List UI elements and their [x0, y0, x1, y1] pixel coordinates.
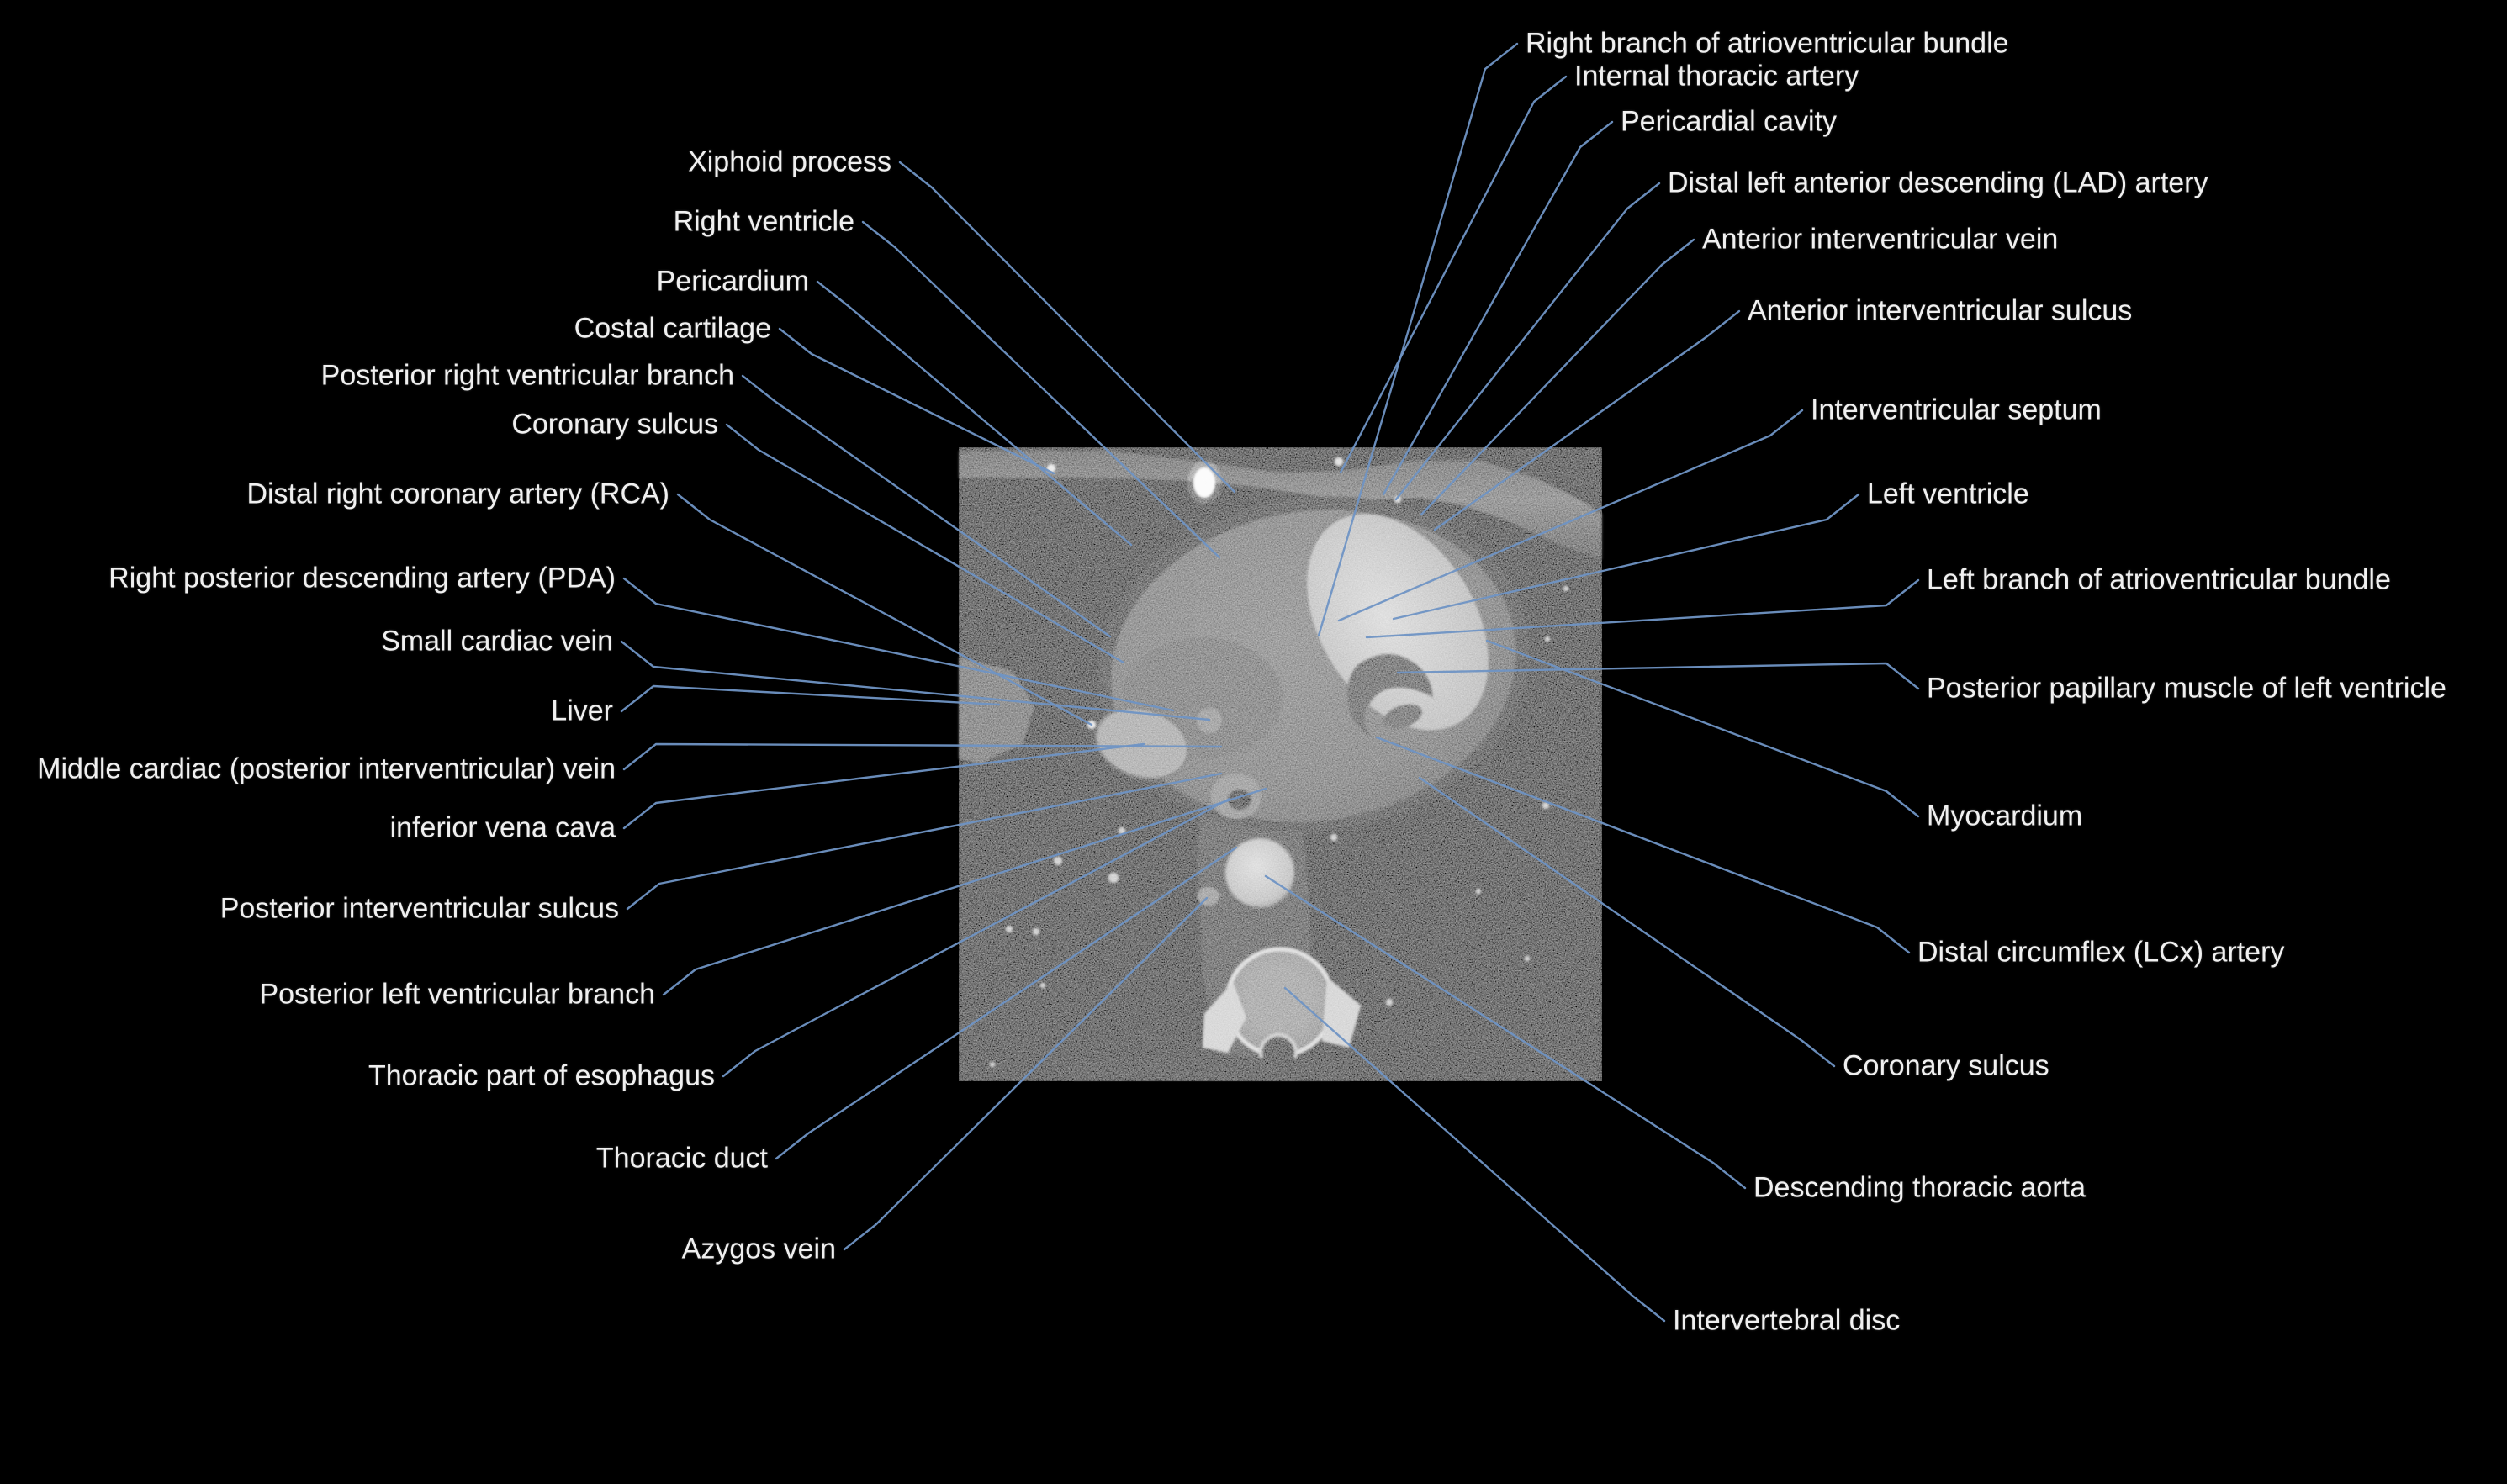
label-left-branch-av-bundle: Left branch of atrioventricular bundle — [1927, 563, 2391, 596]
leader-intervertebral-disc — [1283, 986, 1666, 1323]
label-posterior-left-ventricular-branch: Posterior left ventricular branch — [259, 978, 655, 1011]
label-pericardium: Pericardium — [656, 265, 809, 298]
label-posterior-right-ventricular-branch: Posterior right ventricular branch — [320, 359, 734, 392]
leader-posterior-interventricular-sulcus — [626, 772, 1223, 911]
vertebral-core — [1246, 969, 1314, 1036]
label-posterior-interventricular-sulcus: Posterior interventricular sulcus — [219, 892, 619, 925]
papillary-muscle-shape — [1346, 653, 1433, 738]
leader-posterior-right-ventricular-branch — [741, 374, 1112, 638]
leader-distal-lad-artery — [1394, 182, 1661, 501]
label-liver: Liver — [551, 694, 613, 727]
label-coronary-sulcus-left: Coronary sulcus — [511, 408, 718, 441]
leader-right-branch-av-bundle — [1317, 42, 1519, 637]
label-distal-right-coronary-artery: Distal right coronary artery (RCA) — [246, 478, 669, 510]
papillary-muscle-tail — [1383, 704, 1423, 729]
label-right-ventricle: Right ventricle — [673, 205, 854, 238]
leader-myocardium — [1485, 639, 1920, 818]
label-left-ventricle: Left ventricle — [1867, 478, 2029, 510]
leader-coronary-sulcus-left — [725, 423, 1125, 664]
leader-thoracic-duct — [775, 846, 1238, 1160]
leader-right-ventricle — [861, 220, 1221, 559]
leader-interventricular-septum — [1337, 409, 1804, 622]
leader-posterior-papillary-muscle — [1396, 662, 1920, 690]
ct-specks — [990, 586, 1568, 1067]
xiphoid-calcification-core — [1193, 467, 1215, 498]
label-xiphoid-process: Xiphoid process — [688, 145, 891, 178]
label-inferior-vena-cava: inferior vena cava — [389, 811, 616, 844]
leader-posterior-left-ventricular-branch — [662, 787, 1267, 996]
label-distal-circumflex-artery: Distal circumflex (LCx) artery — [1917, 936, 2285, 969]
label-anterior-interventricular-vein: Anterior interventricular vein — [1702, 223, 2059, 256]
transverse-process-left — [1203, 982, 1246, 1053]
label-right-posterior-descending-artery: Right posterior descending artery (PDA) — [108, 562, 616, 594]
leader-xiphoid-process — [898, 161, 1236, 494]
leader-pericardial-cavity — [1382, 120, 1614, 496]
ivc-shape — [1094, 706, 1190, 780]
label-costal-cartilage: Costal cartilage — [574, 312, 771, 345]
label-right-branch-av-bundle: Right branch of atrioventricular bundle — [1526, 27, 2009, 60]
lad-dot — [1394, 496, 1401, 503]
label-azygos-vein: Azygos vein — [681, 1233, 836, 1265]
label-myocardium: Myocardium — [1927, 800, 2083, 832]
leader-distal-circumflex-artery — [1375, 736, 1911, 954]
label-pericardial-cavity: Pericardial cavity — [1621, 105, 1837, 138]
label-coronary-sulcus-right: Coronary sulcus — [1843, 1049, 2049, 1082]
leader-descending-thoracic-aorta — [1264, 874, 1747, 1190]
label-descending-thoracic-aorta: Descending thoracic aorta — [1753, 1171, 2087, 1204]
leader-small-cardiac-vein — [620, 640, 1211, 721]
leader-distal-right-coronary-artery — [676, 493, 1093, 726]
ct-scan — [959, 447, 1602, 1081]
label-posterior-papillary-muscle: Posterior papillary muscle of left ventr… — [1927, 672, 2446, 705]
leader-inferior-vena-cava — [622, 742, 1145, 830]
leader-anterior-interventricular-sulcus — [1433, 309, 1741, 531]
label-thoracic-duct: Thoracic duct — [595, 1142, 768, 1175]
leader-right-posterior-descending-artery — [622, 577, 1175, 712]
leader-liver — [620, 684, 1001, 713]
internal-thoracic-dot — [1335, 457, 1343, 466]
aorta-shape — [1224, 837, 1295, 908]
label-anterior-interventricular-sulcus: Anterior interventricular sulcus — [1748, 294, 2133, 327]
ct-bottom-strip — [1073, 1058, 1351, 1081]
leader-azygos-vein — [843, 896, 1209, 1251]
label-intervertebral-disc: Intervertebral disc — [1673, 1304, 1901, 1337]
leader-anterior-interventricular-vein — [1420, 238, 1695, 516]
leader-left-ventricle — [1392, 493, 1860, 621]
leader-left-branch-av-bundle — [1365, 578, 1920, 639]
chest-wall-band — [959, 451, 1602, 559]
leader-middle-cardiac-vein — [622, 742, 1223, 771]
label-small-cardiac-vein: Small cardiac vein — [381, 625, 613, 658]
label-distal-lad-artery: Distal left anterior descending (LAD) ar… — [1668, 166, 2208, 199]
leader-costal-cartilage — [778, 327, 1055, 475]
leader-lines — [620, 42, 1920, 1323]
label-thoracic-part-of-esophagus: Thoracic part of esophagus — [368, 1059, 715, 1092]
label-middle-cardiac-vein: Middle cardiac (posterior interventricul… — [37, 753, 616, 785]
leader-internal-thoracic-artery — [1339, 75, 1568, 474]
leader-thoracic-part-of-esophagus — [722, 797, 1231, 1078]
label-internal-thoracic-artery: Internal thoracic artery — [1574, 60, 1859, 92]
leader-coronary-sulcus-right — [1418, 776, 1836, 1068]
label-interventricular-septum: Interventricular septum — [1811, 393, 2102, 426]
